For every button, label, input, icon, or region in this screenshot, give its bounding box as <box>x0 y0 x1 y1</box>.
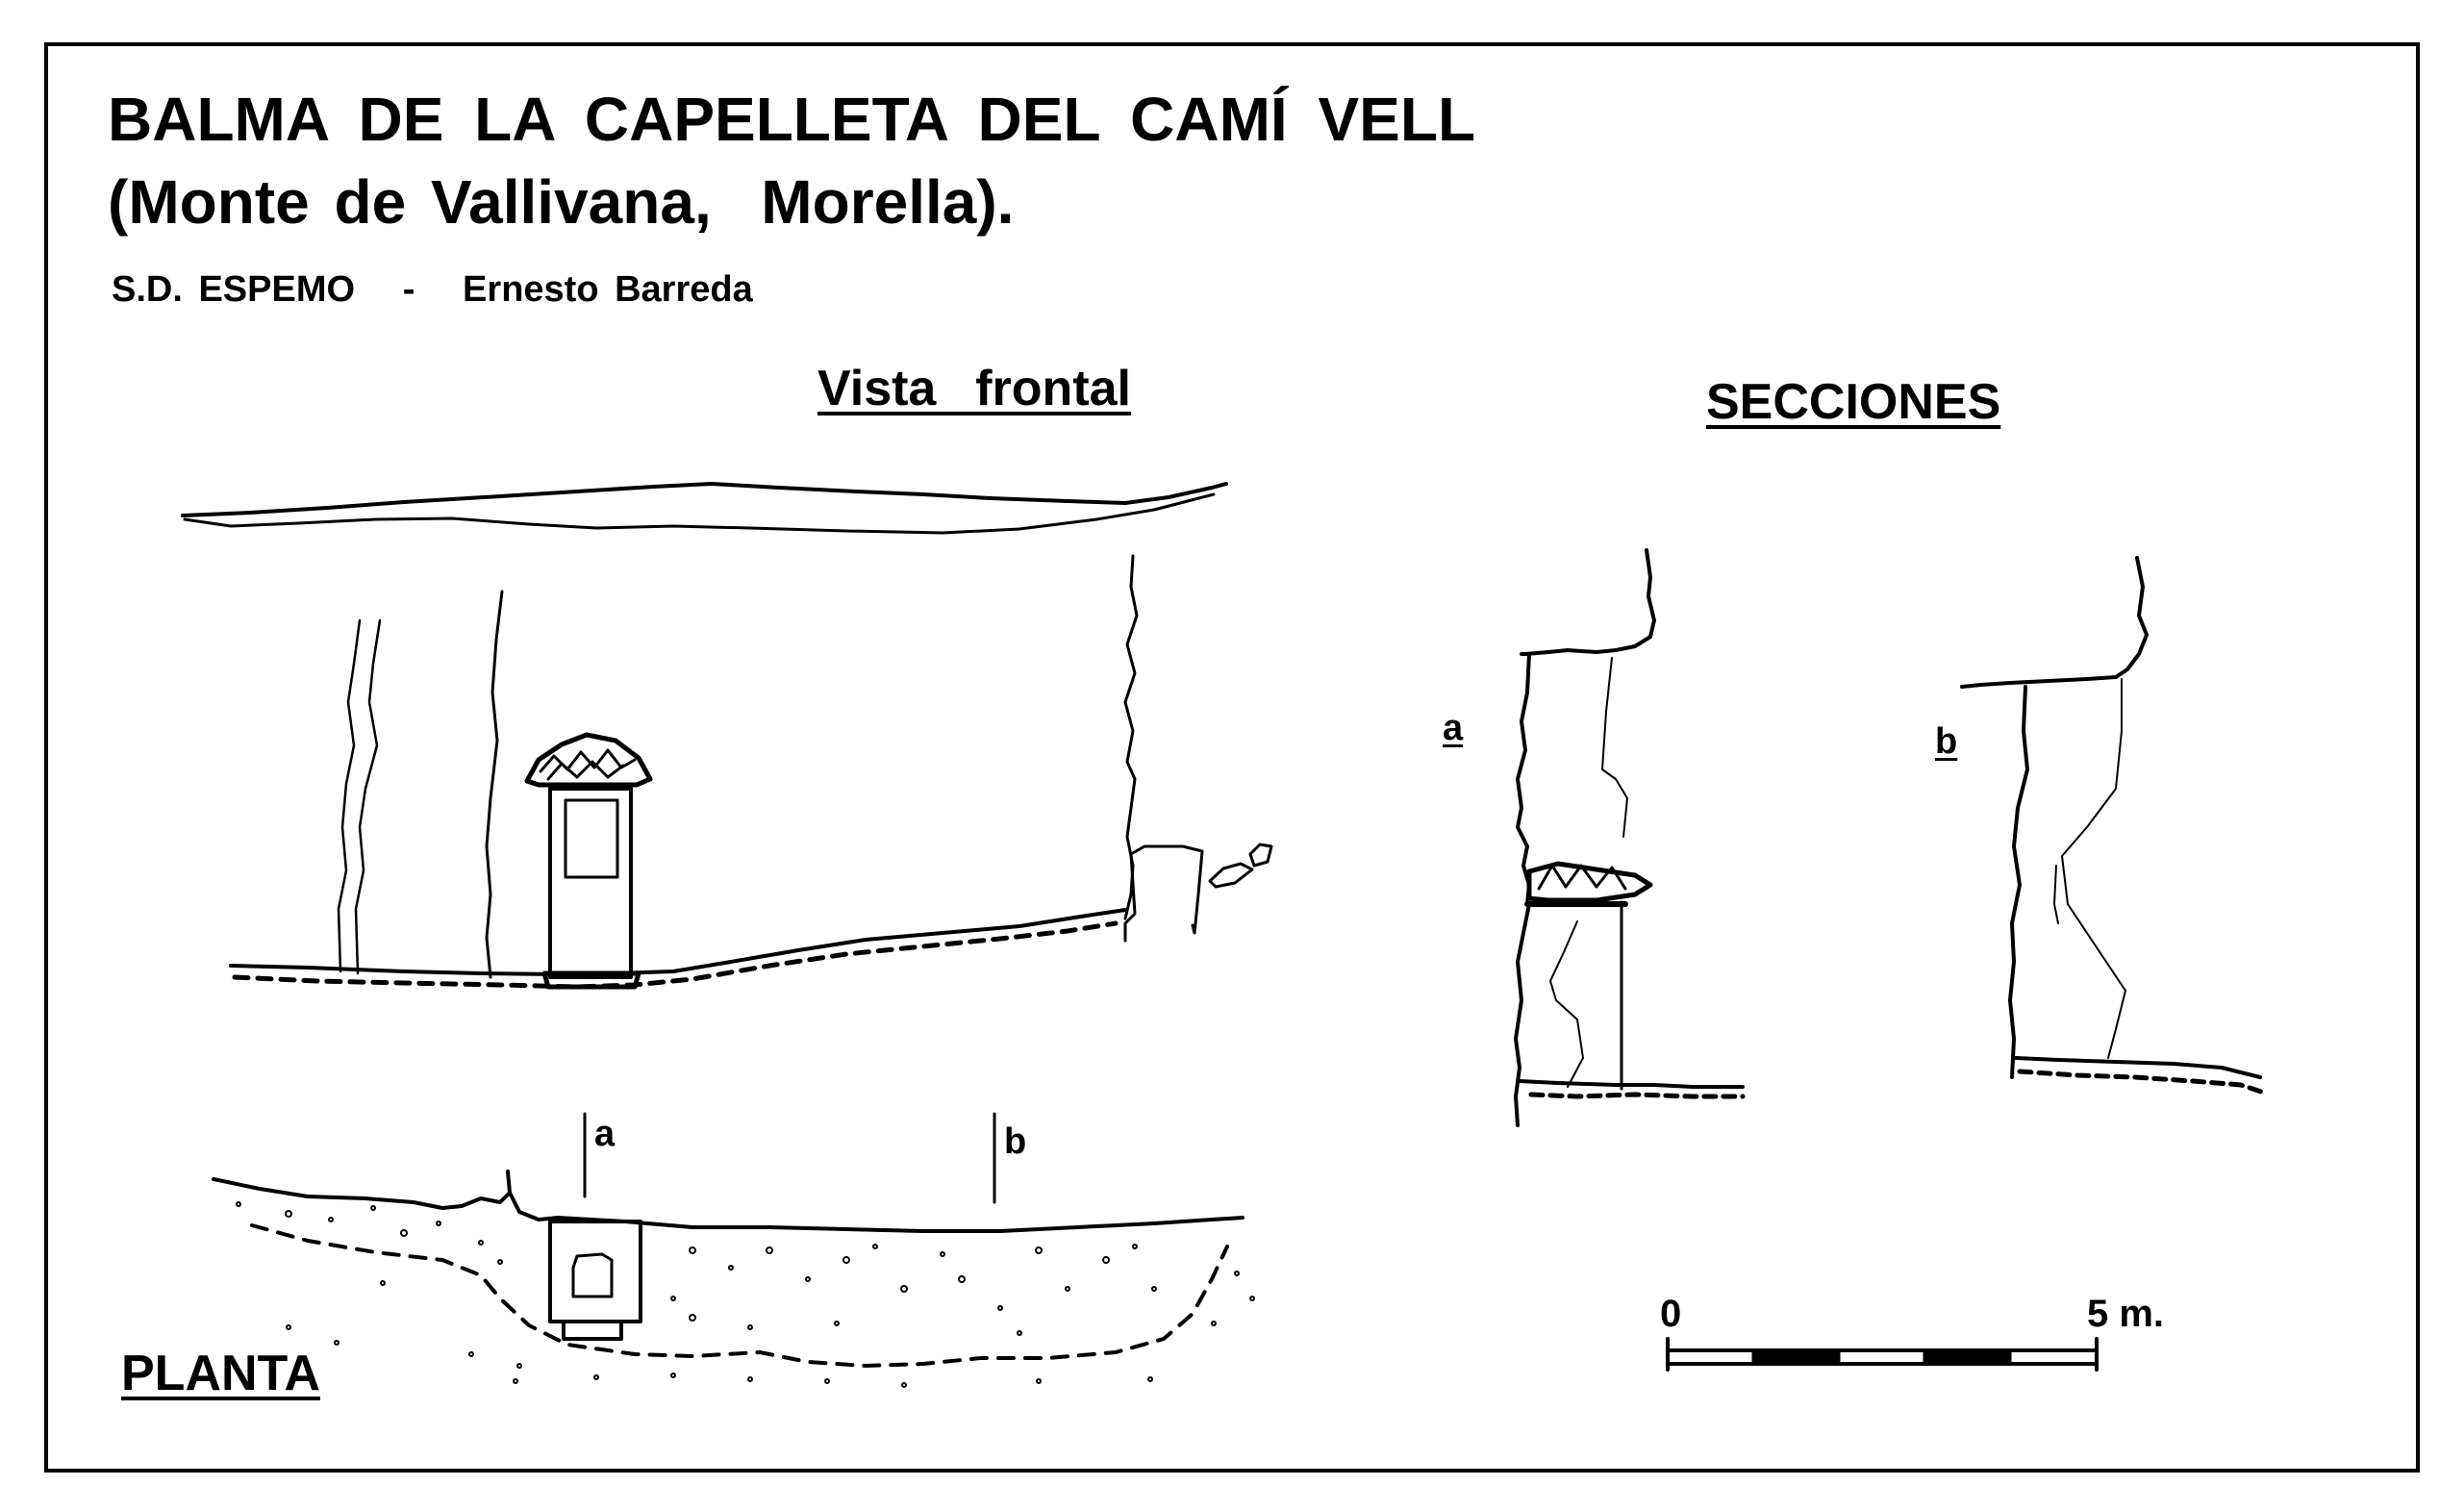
section-a-floor <box>1518 1079 1745 1089</box>
plan-fill-dots <box>236 1201 1255 1388</box>
scale-bar-outline <box>1666 1348 2099 1366</box>
scale-start-label: 0 <box>1660 1293 1682 1335</box>
section-a-crack-lower <box>1549 920 1584 1088</box>
authors: S.D. ESPEMO - Ernesto Barreda <box>112 269 753 310</box>
scale-end-label: 5 m. <box>2087 1293 2165 1335</box>
section-a-chapel-roof <box>1526 861 1653 903</box>
chapel-niche <box>564 798 619 879</box>
section-a-profile <box>1520 548 1656 656</box>
section-b-floor <box>2014 1056 2262 1079</box>
section-b-floor-texture <box>2017 1069 2267 1095</box>
title-line-1: BALMA DE LA CAPELLETA DEL CAMÍ VELL <box>108 85 1476 154</box>
front-stone-1 <box>1208 862 1254 889</box>
section-a-crack-upper <box>1601 657 1628 838</box>
section-a-wall-lower <box>1514 902 1531 1127</box>
front-crack-3 <box>485 590 504 979</box>
front-stone-2 <box>1248 843 1273 868</box>
scale-bar <box>1666 1337 2099 1372</box>
front-boulder <box>1123 844 1204 943</box>
scale-bar-segment-1 <box>1753 1350 1839 1364</box>
section-b-crack-2 <box>2053 865 2059 924</box>
chapel-roof <box>524 732 653 788</box>
chapel-base <box>541 970 641 990</box>
plan-label: PLANTA <box>121 1346 321 1401</box>
front-crack-1 <box>337 618 362 973</box>
plan-chapel-inner <box>571 1252 614 1298</box>
plan-marker-a: a <box>594 1114 616 1154</box>
front-crack-2 <box>354 618 382 975</box>
front-view-label: Vista frontal <box>817 361 1132 416</box>
section-b-wall <box>2008 685 2029 1079</box>
sections-label: SECCIONES <box>1706 374 2001 430</box>
plan-view <box>212 1112 1255 1388</box>
section-b-profile <box>1960 556 2149 689</box>
plan-dripline <box>250 1223 1229 1368</box>
front-overhang-lower <box>183 492 1216 535</box>
section-b <box>1960 556 2267 1095</box>
section-b-label: b <box>1935 721 1958 762</box>
section-a <box>1514 548 1746 1127</box>
front-view <box>181 482 1273 990</box>
scale-bar-segment-2 <box>1924 1350 2010 1364</box>
plan-marker-b: b <box>1004 1121 1027 1162</box>
section-a-label: a <box>1443 708 1464 748</box>
chapel <box>524 732 653 990</box>
plan-chapel <box>548 1220 642 1323</box>
section-a-wall-upper <box>1516 652 1531 906</box>
drawing-frame <box>44 42 2420 1473</box>
section-a-chapel-roof-detail <box>1537 864 1627 891</box>
front-overhang <box>181 482 1228 517</box>
front-ground <box>229 908 1127 976</box>
title-line-2: (Monte de Vallivana, Morella). <box>108 167 1015 237</box>
plan-wall <box>212 1170 1245 1233</box>
section-b-crack <box>2061 678 2126 1059</box>
section-a-floor-texture <box>1528 1092 1746 1099</box>
front-ground-texture <box>232 920 1119 990</box>
chapel-body <box>548 787 633 979</box>
plan-chapel-step <box>562 1320 623 1341</box>
chapel-roof-tiles <box>539 748 637 781</box>
